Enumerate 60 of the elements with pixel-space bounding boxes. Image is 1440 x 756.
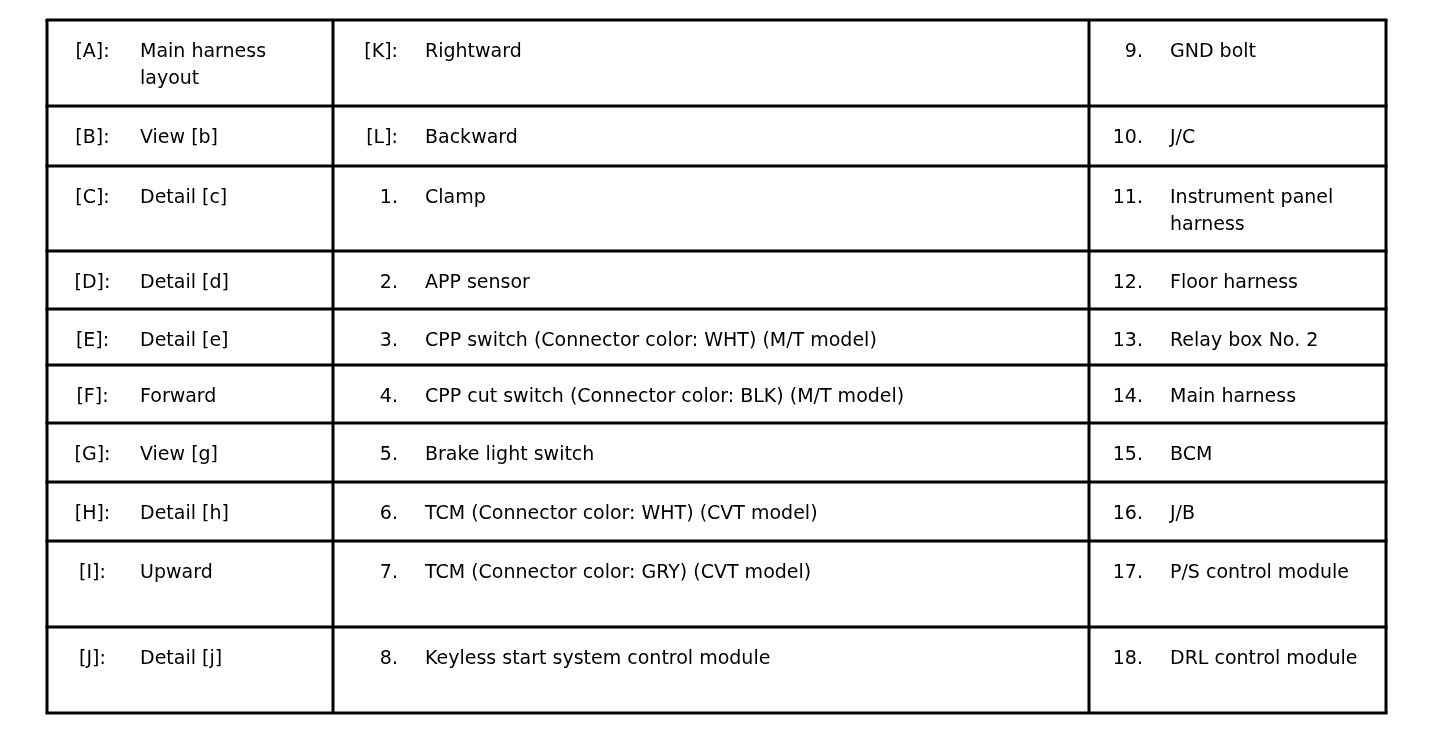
item-description: Main harness layout — [140, 38, 268, 90]
item-key: [K]: — [340, 37, 398, 64]
item-key: 13. — [1095, 326, 1143, 353]
item-description: Keyless start system control module — [425, 645, 772, 670]
item-description: Upward — [140, 559, 214, 584]
item-description: Brake light switch — [425, 441, 596, 466]
item-description: Forward — [140, 383, 218, 408]
item-key: 14. — [1095, 382, 1143, 409]
item-description: Detail [c] — [140, 184, 229, 209]
item-key: 12. — [1095, 268, 1143, 295]
item-key: 17. — [1095, 558, 1143, 585]
item-key: 10. — [1095, 123, 1143, 150]
item-description: DRL control module — [1170, 645, 1359, 670]
item-description: Detail [j] — [140, 645, 224, 670]
item-key: [I]: — [55, 558, 130, 585]
item-description: Instrument panel harness — [1170, 184, 1335, 236]
item-description: View [b] — [140, 124, 219, 149]
item-key: 11. — [1095, 183, 1143, 210]
item-description: Backward — [425, 124, 519, 149]
item-description: Clamp — [425, 184, 487, 209]
item-key: 15. — [1095, 440, 1143, 467]
item-key: 8. — [340, 644, 398, 671]
item-key: [F]: — [55, 382, 130, 409]
item-key: [H]: — [55, 499, 130, 526]
item-key: 6. — [340, 499, 398, 526]
item-key: 9. — [1095, 37, 1143, 64]
item-description: Detail [h] — [140, 500, 230, 525]
item-description: J/C — [1170, 124, 1197, 149]
item-key: 4. — [340, 382, 398, 409]
item-description: J/B — [1170, 500, 1197, 525]
item-key: 1. — [340, 183, 398, 210]
item-key: 3. — [340, 326, 398, 353]
item-description: View [g] — [140, 441, 219, 466]
item-description: TCM (Connector color: GRY) (CVT model) — [425, 559, 813, 584]
item-description: Floor harness — [1170, 269, 1299, 294]
item-key: 16. — [1095, 499, 1143, 526]
item-key: [E]: — [55, 326, 130, 353]
item-key: [C]: — [55, 183, 130, 210]
item-description: Detail [e] — [140, 327, 230, 352]
item-key: [G]: — [55, 440, 130, 467]
item-key: 18. — [1095, 644, 1143, 671]
item-description: Detail [d] — [140, 269, 230, 294]
item-description: Rightward — [425, 38, 523, 63]
item-key: [L]: — [340, 123, 398, 150]
item-description: BCM — [1170, 441, 1214, 466]
item-key: 7. — [340, 558, 398, 585]
item-description: Main harness — [1170, 383, 1298, 408]
item-key: [J]: — [55, 644, 130, 671]
item-description: TCM (Connector color: WHT) (CVT model) — [425, 500, 819, 525]
item-description: Relay box No. 2 — [1170, 327, 1320, 352]
item-key: 5. — [340, 440, 398, 467]
item-key: [B]: — [55, 123, 130, 150]
item-key: 2. — [340, 268, 398, 295]
item-description: CPP switch (Connector color: WHT) (M/T model) — [425, 327, 878, 352]
item-description: CPP cut switch (Connector color: BLK) (M/T model) — [425, 383, 906, 408]
item-description: P/S control module — [1170, 559, 1351, 584]
item-key: [A]: — [55, 37, 130, 64]
item-description: GND bolt — [1170, 38, 1258, 63]
item-description: APP sensor — [425, 269, 531, 294]
item-key: [D]: — [55, 268, 130, 295]
